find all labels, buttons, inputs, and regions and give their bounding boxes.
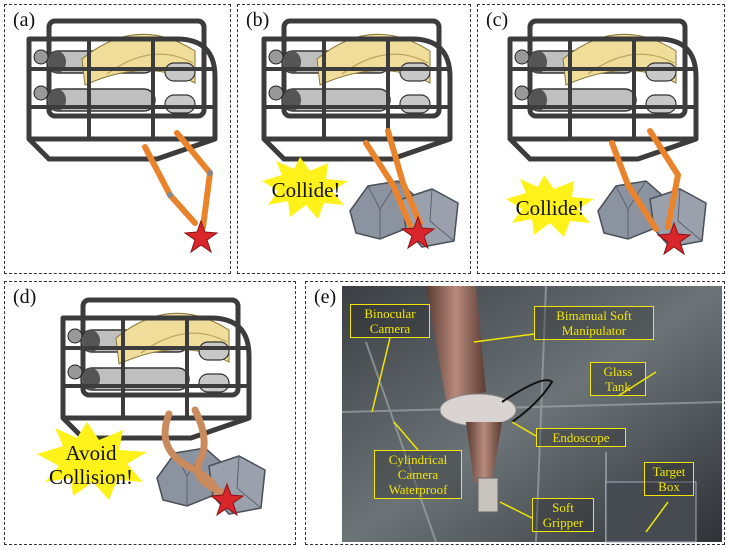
- panel-label-d: (d): [13, 286, 37, 308]
- panel-label-e: (e): [314, 286, 337, 308]
- starfish-icon: [184, 220, 218, 253]
- collide-label: Collide!: [272, 178, 341, 202]
- panel-d: (d) Avoid Collision!: [4, 281, 296, 545]
- callout-cylindrical-camera: Cylindrical Camera Waterproof: [374, 450, 462, 499]
- panel-label-b: (b): [246, 9, 270, 31]
- robot-frame-icon: [510, 21, 696, 159]
- robot-frame-icon: [264, 21, 450, 159]
- callout-target-box: Target Box: [644, 462, 694, 496]
- callout-endoscope: Endoscope: [536, 428, 626, 447]
- rigid-arm: [142, 130, 214, 230]
- soft-arm: [161, 406, 231, 500]
- panel-c: (c) Collide!: [477, 4, 725, 274]
- callout-binocular-camera: Binocular Camera: [350, 304, 430, 338]
- collision-burst-icon: Collide!: [506, 175, 594, 237]
- rock-icon: [597, 180, 707, 248]
- callout-bimanual-soft-manipulator: Bimanual Soft Manipulator: [534, 306, 654, 340]
- rigid-arm: [363, 128, 423, 228]
- callout-glass-tank: Glass Tank: [590, 362, 646, 396]
- robot-frame-icon: [29, 21, 215, 159]
- panel-label-a: (a): [13, 9, 36, 31]
- panel-b: (b) Collide!: [237, 4, 471, 274]
- collide-label: Collide!: [516, 196, 585, 220]
- panel-label-c: (c): [486, 9, 509, 31]
- collision-label: Collision!: [49, 465, 133, 489]
- robot-frame-icon: [63, 300, 249, 438]
- callout-soft-gripper: Soft Gripper: [532, 498, 594, 532]
- panel-a: (a): [4, 4, 231, 274]
- rigid-arm: [609, 128, 682, 232]
- collision-burst-icon: Collide!: [262, 157, 348, 219]
- collision-burst-icon: Avoid Collision!: [37, 422, 147, 500]
- avoid-label: Avoid: [66, 441, 117, 465]
- panel-e: (e) Binocul: [305, 281, 725, 545]
